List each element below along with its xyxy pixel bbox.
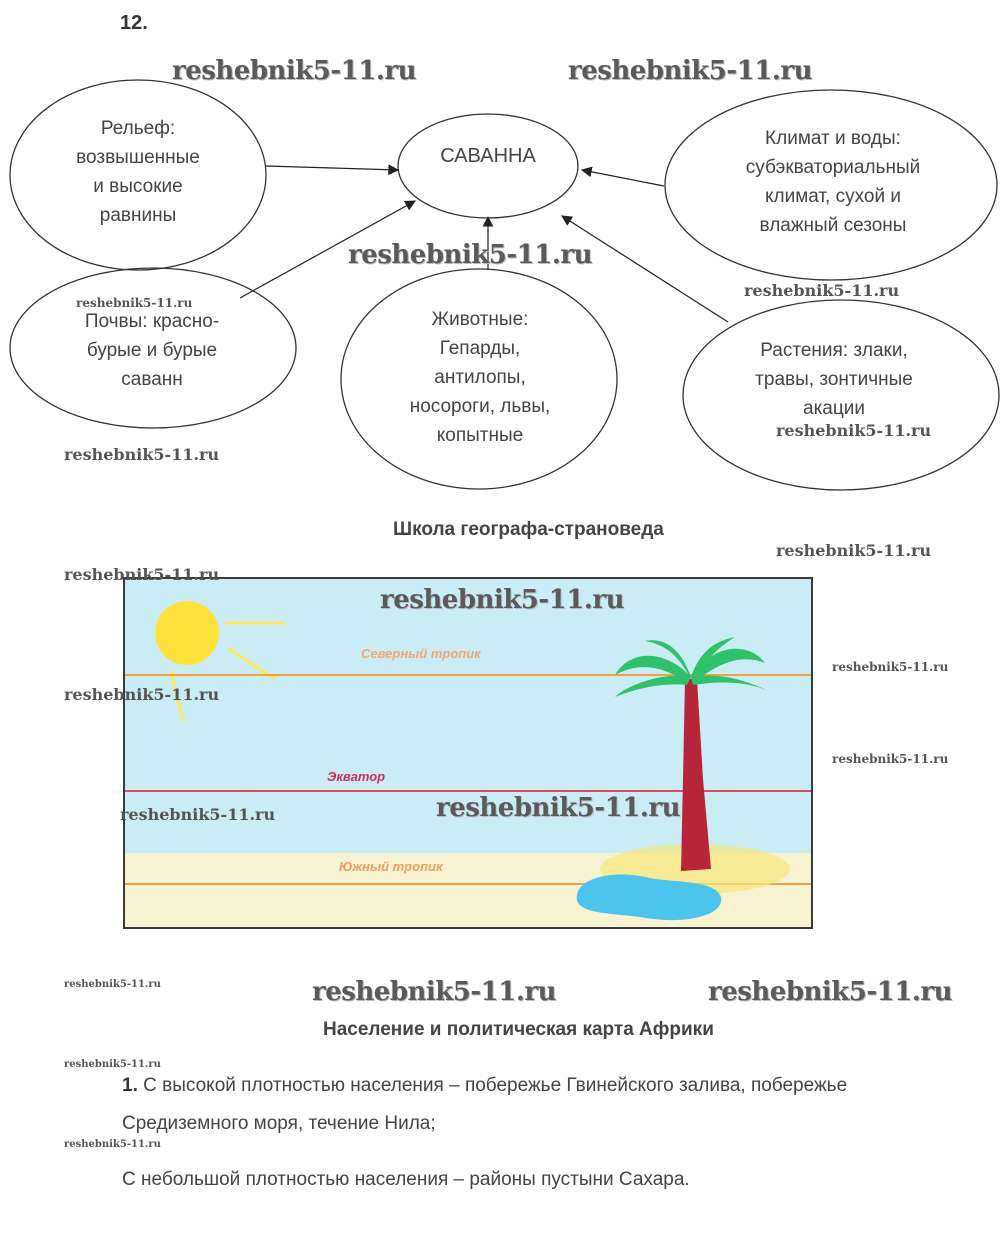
watermark: reshebnik5-11.ru (64, 1059, 161, 1070)
watermark: reshebnik5-11.ru (568, 56, 812, 86)
plants-text: Растения: злаки, травы, зонтичные акации (724, 336, 944, 423)
watermark: reshebnik5-11.ru (64, 445, 219, 464)
plants-line-2: травы, зонтичные (724, 365, 944, 394)
answer-line-1: 1. С высокой плотностью населения – побе… (122, 1067, 847, 1105)
watermark: reshebnik5-11.ru (776, 421, 931, 440)
answer-number: 1. (122, 1075, 138, 1096)
animals-line-1: Животные: (374, 305, 586, 334)
climate-line-3: климат, сухой и (708, 182, 958, 211)
animals-line-5: копытные (374, 421, 586, 450)
plants-line-1: Растения: злаки, (724, 336, 944, 365)
arrow-relief (266, 166, 398, 170)
watermark: reshebnik5-11.ru (76, 296, 192, 310)
soils-line-3: саванн (52, 365, 252, 394)
arrow-climate (582, 170, 664, 186)
north-tropic-label: Северный тропик (361, 646, 481, 661)
watermark: reshebnik5-11.ru (64, 565, 219, 584)
climate-text: Климат и воды: субэкваториальный климат,… (708, 124, 958, 240)
answer-line-2: Средиземного моря, течение Нила; (122, 1105, 436, 1143)
animals-line-2: Гепарды, (374, 334, 586, 363)
watermark: reshebnik5-11.ru (64, 979, 161, 990)
equator-label: Экватор (327, 769, 385, 784)
section-title-strana: Школа географа-страноведа (393, 519, 664, 541)
watermark: reshebnik5-11.ru (312, 977, 556, 1007)
watermark: reshebnik5-11.ru (348, 240, 592, 270)
watermark: reshebnik5-11.ru (832, 660, 948, 674)
watermark: reshebnik5-11.ru (776, 541, 931, 560)
watermark: reshebnik5-11.ru (64, 1139, 161, 1150)
soils-line-2: бурые и бурые (52, 336, 252, 365)
watermark: reshebnik5-11.ru (380, 585, 624, 615)
watermark: reshebnik5-11.ru (120, 805, 275, 824)
watermark: reshebnik5-11.ru (436, 793, 680, 823)
watermark: reshebnik5-11.ru (172, 56, 416, 86)
animals-line-3: антилопы, (374, 363, 586, 392)
answer-line-3: С небольшой плотностью населения – район… (122, 1161, 690, 1199)
relief-line-1: Рельеф: (30, 114, 246, 143)
soils-text: Почвы: красно- бурые и бурые саванн (52, 307, 252, 394)
relief-line-2: возвышенные (30, 143, 246, 172)
section-title-africa: Население и политическая карта Африки (323, 1019, 714, 1041)
watermark: reshebnik5-11.ru (832, 752, 948, 766)
animals-text: Животные: Гепарды, антилопы, носороги, л… (374, 305, 586, 450)
watermark: reshebnik5-11.ru (708, 977, 952, 1007)
south-tropic-label: Южный тропик (339, 859, 443, 874)
plants-line-3: акации (724, 394, 944, 423)
center-label: САВАННА (400, 142, 576, 171)
soils-line-1: Почвы: красно- (52, 307, 252, 336)
watermark: reshebnik5-11.ru (64, 685, 219, 704)
relief-line-3: и высокие (30, 172, 246, 201)
tropics-picture: Северный тропик Экватор Южный тропик (123, 577, 813, 929)
tropics-drawing (125, 579, 813, 929)
watermark: reshebnik5-11.ru (744, 281, 899, 300)
relief-line-4: равнины (30, 201, 246, 230)
climate-line-2: субэкваториальный (708, 153, 958, 182)
animals-line-4: носороги, львы, (374, 392, 586, 421)
sun-icon (155, 601, 219, 665)
answer-text-1: С высокой плотностью населения – побереж… (138, 1075, 847, 1096)
relief-text: Рельеф: возвышенные и высокие равнины (30, 114, 246, 230)
climate-line-1: Климат и воды: (708, 124, 958, 153)
climate-line-4: влажный сезоны (708, 211, 958, 240)
